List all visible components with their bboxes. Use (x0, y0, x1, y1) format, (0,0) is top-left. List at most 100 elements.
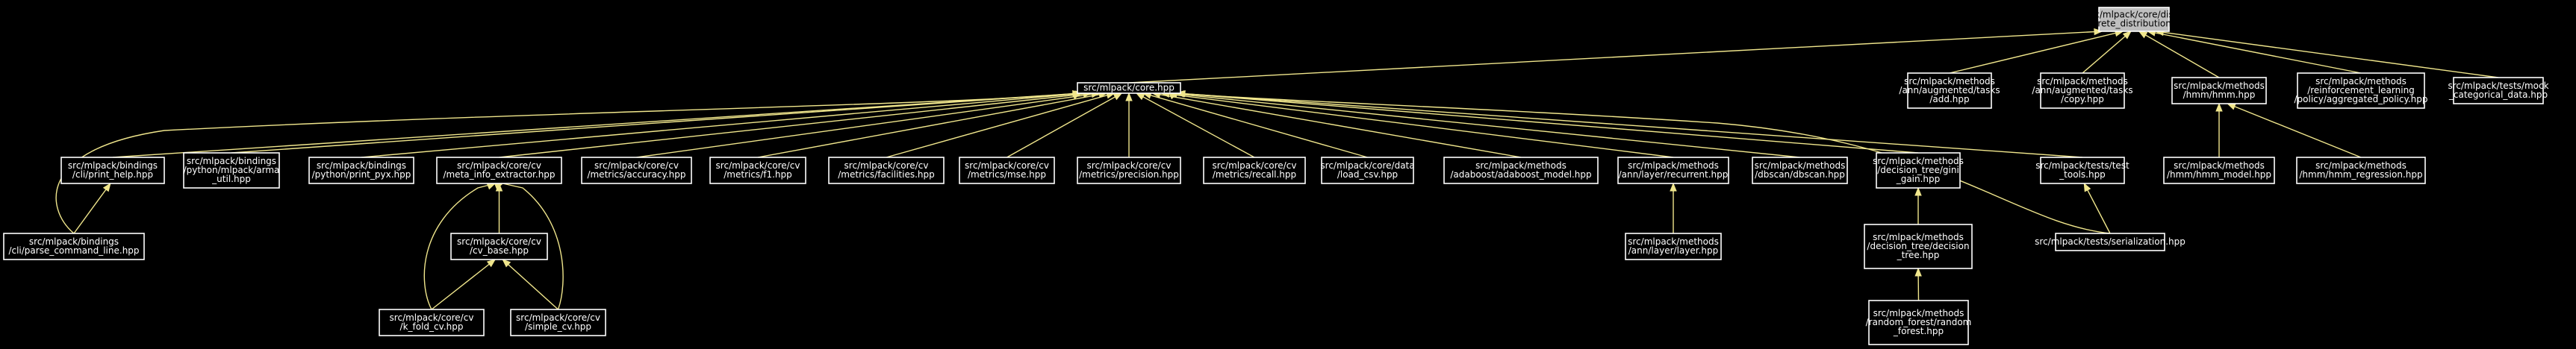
node-label-line: src/mlpack/core/cv (844, 160, 929, 171)
node-meta-info[interactable]: src/mlpack/core/cv/meta_info_extractor.h… (436, 157, 562, 184)
node-label-line: /ann/layer/recurrent.hpp (1619, 169, 1729, 180)
node-box (2098, 7, 2170, 32)
node-box (1077, 82, 1181, 94)
node-hmm-regression[interactable]: src/mlpack/methods/hmm/hmm_regression.hp… (2296, 157, 2426, 184)
node-mock-categorical[interactable]: src/mlpack/tests/mock_categorical_data.h… (2448, 77, 2549, 104)
node-label-line: /metrics/f1.hpp (724, 169, 792, 180)
node-random-forest[interactable]: src/mlpack/methods/random_forest/random_… (1866, 300, 1972, 345)
node-gini-gain[interactable]: src/mlpack/methods/decision_tree/gini_ga… (1873, 152, 1964, 189)
node-dbscan[interactable]: src/mlpack/methods/dbscan/dbscan.hpp (1752, 157, 1848, 184)
node-layer[interactable]: src/mlpack/methods/ann/layer/layer.hpp (1625, 233, 1722, 260)
node-facilities[interactable]: src/mlpack/core/cv/metrics/facilities.hp… (828, 157, 945, 184)
node-box (1864, 224, 1973, 269)
edge-k-fold-cv-to-cv-base (431, 259, 497, 310)
node-aggregated-policy[interactable]: src/mlpack/methods/reinforcement_learnin… (2295, 72, 2428, 109)
node-label-line: /cv_base.hpp (470, 245, 529, 256)
node-test-tools[interactable]: src/mlpack/tests/test_tools.hpp (2035, 157, 2129, 184)
node-hmm[interactable]: src/mlpack/methods/hmm/hmm.hpp (2171, 77, 2267, 104)
edge-arrowhead (502, 259, 511, 268)
node-label-line: src/mlpack/core/data (1320, 160, 1414, 171)
node-box (436, 157, 562, 184)
node-load-csv[interactable]: src/mlpack/core/data/load_csv.hpp (1320, 157, 1415, 184)
node-print-help[interactable]: src/mlpack/bindings/cli/print_help.hpp (60, 157, 165, 184)
edge-line (1177, 92, 2111, 234)
node-add[interactable]: src/mlpack/methods/ann/augmented/tasks/a… (1899, 72, 2000, 109)
edge-layer (55, 28, 2499, 310)
edge-serialization-to-test-tools (2083, 182, 2111, 234)
edge-line (2147, 31, 2362, 74)
node-box (828, 157, 945, 184)
edge-line (1176, 92, 1919, 154)
node-label-line: src/mlpack/core/cv (1087, 160, 1172, 171)
edge-line (361, 92, 1083, 158)
node-box (60, 157, 165, 184)
node-label-line: src/mlpack/methods (1873, 232, 1964, 242)
edge-hmm-model-to-hmm (2215, 102, 2223, 157)
edge-line (112, 92, 1081, 158)
node-box (510, 309, 606, 336)
node-label-line: src/mlpack/bindings (29, 236, 119, 247)
edge-line (886, 92, 1115, 158)
node-label-line: /ann/augmented/tasks (1899, 85, 2000, 95)
node-box (1077, 157, 1181, 184)
node-serialization[interactable]: src/mlpack/tests/serialization.hpp (2035, 233, 2185, 251)
node-box (1625, 233, 1722, 260)
edge-arrowhead (102, 182, 111, 192)
node-simple-cv[interactable]: src/mlpack/core/cv/simple_cv.hpp (510, 309, 606, 336)
node-k-fold-cv[interactable]: src/mlpack/core/cv/k_fold_cv.hpp (379, 309, 485, 336)
node-decision-tree[interactable]: src/mlpack/methods/decision_tree/decisio… (1864, 224, 1973, 269)
node-box (1752, 157, 1848, 184)
edge-copy-to-discrete-distribution (2082, 31, 2132, 74)
node-box (1617, 157, 1729, 184)
edge-line (503, 183, 564, 310)
edge-arrowhead (1914, 186, 1922, 196)
node-hmm-model[interactable]: src/mlpack/methods/hmm/hmm_model.hpp (2163, 157, 2275, 184)
node-box (308, 157, 414, 184)
node-label-line: src/mlpack/core/cv (716, 160, 800, 171)
node-label-line: /python/print_pyx.hpp (312, 169, 411, 180)
node-label-line: src/mlpack/tests/test (2035, 160, 2129, 171)
node-label-line: src/mlpack/core/cv (1213, 160, 1297, 171)
edge-arrowhead (1670, 182, 1677, 192)
node-label-line: src/mlpack/methods (1475, 160, 1567, 171)
edge-line (502, 259, 559, 310)
node-box (2296, 157, 2426, 184)
node-box (1443, 157, 1599, 184)
node-label-line: src/mlpack/bindings (187, 156, 276, 166)
node-label-line: /policy/aggregated_policy.hpp (2295, 94, 2428, 104)
node-box (2163, 157, 2275, 184)
node-precision[interactable]: src/mlpack/core/cv/metrics/precision.hpp (1077, 157, 1181, 184)
node-label-line: /decision_tree/decision (1867, 241, 1969, 251)
node-arma-util[interactable]: src/mlpack/bindings/python/mlpack/arma_u… (183, 152, 280, 189)
node-box (2055, 233, 2165, 251)
node-box (2040, 157, 2125, 184)
edge-arrowhead (2215, 102, 2223, 112)
node-print-pyx[interactable]: src/mlpack/bindings/python/print_pyx.hpp (308, 157, 414, 184)
node-mse[interactable]: src/mlpack/core/cv/metrics/mse.hpp (959, 157, 1055, 184)
node-box (1868, 300, 1969, 345)
node-copy[interactable]: src/mlpack/methods/ann/augmented/tasks/c… (2032, 72, 2133, 109)
node-label-line: /simple_cv.hpp (525, 321, 591, 332)
edge-load-csv-to-core (1142, 92, 1368, 158)
node-recurrent[interactable]: src/mlpack/methods/ann/layer/recurrent.h… (1617, 157, 1729, 184)
node-accuracy[interactable]: src/mlpack/core/cv/metrics/accuracy.hpp (581, 157, 692, 184)
edge-arrowhead (2083, 182, 2091, 192)
node-adaboost-model[interactable]: src/mlpack/methods/adaboost/adaboost_mod… (1443, 157, 1599, 184)
node-label-line: src/mlpack/methods (1755, 160, 1846, 171)
node-layer: src/mlpack/core/dists/discrete_distribut… (3, 7, 2549, 345)
node-label-line: /metrics/recall.hpp (1213, 169, 1296, 180)
node-label-line: src/mlpack/bindings (68, 160, 158, 171)
edge-line (1161, 92, 1674, 158)
node-box (1203, 157, 1306, 184)
node-label-line: /dbscan/dbscan.hpp (1755, 169, 1845, 180)
node-recall[interactable]: src/mlpack/core/cv/metrics/recall.hpp (1203, 157, 1306, 184)
node-core[interactable]: src/mlpack/core.hpp (1077, 82, 1181, 94)
node-label-line: src/mlpack/methods (1873, 156, 1964, 166)
node-f1[interactable]: src/mlpack/core/cv/metrics/f1.hpp (709, 157, 806, 184)
node-label-line: src/mlpack/methods (2315, 76, 2407, 87)
edge-line (2082, 31, 2132, 74)
node-parse-command-line[interactable]: src/mlpack/bindings/cli/parse_command_li… (3, 233, 145, 260)
node-label-line: src/mlpack/methods (1628, 236, 1719, 247)
node-cv-base[interactable]: src/mlpack/core/cv/cv_base.hpp (450, 233, 548, 260)
